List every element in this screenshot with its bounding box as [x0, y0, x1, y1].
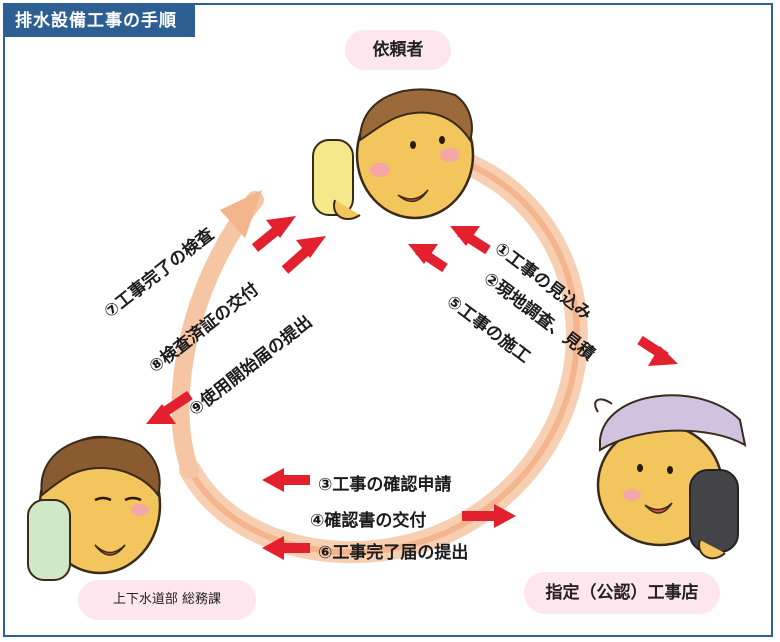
- arrow-step-7: [251, 216, 296, 252]
- cycle-arrowhead: [220, 190, 262, 238]
- arrow-step-6: [262, 536, 310, 560]
- step-4-label: ④確認書の交付: [310, 511, 427, 531]
- arrow-step-2: [637, 335, 678, 366]
- arrow-step-1: [450, 226, 491, 255]
- process-cycle-arrow: [171, 154, 588, 564]
- diagram-title: 排水設備工事の手順: [5, 5, 195, 37]
- arrow-step-5: [408, 244, 448, 273]
- step-3-label: ③工事の確認申請: [318, 475, 452, 495]
- office-label: 上下水道部 総務課: [78, 580, 256, 620]
- requester-label: 依頼者: [345, 30, 451, 70]
- requester-person-illustration: [312, 88, 475, 220]
- diagram-frame: [3, 3, 773, 637]
- contractor-person-illustration: [594, 394, 747, 560]
- arrow-step-4: [462, 504, 516, 528]
- phone-receiver-icon: [27, 499, 71, 581]
- office-person-illustration: [27, 435, 162, 581]
- arrow-step-8: [281, 236, 326, 274]
- phone-receiver-icon: [689, 469, 739, 553]
- arrow-step-9: [146, 390, 193, 424]
- step-6-label: ⑥工事完了届の提出: [318, 543, 469, 563]
- arrow-step-3: [262, 468, 310, 492]
- contractor-label: 指定（公認）工事店: [524, 572, 720, 614]
- phone-receiver-icon: [312, 139, 354, 216]
